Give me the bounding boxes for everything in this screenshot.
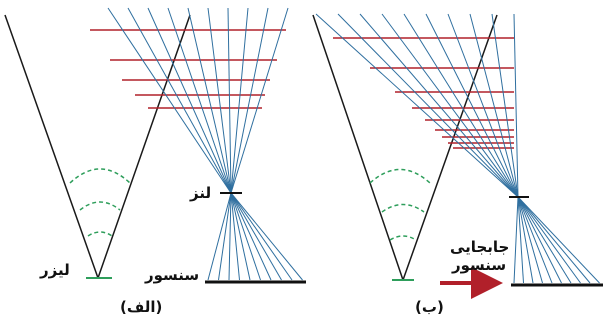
b-ray-top-4: [403, 13, 519, 198]
a-ray-bottom-1: [218, 192, 232, 281]
b-ray-bottom-6: [517, 196, 572, 284]
a-ray-bottom-5: [230, 192, 261, 281]
a-ray-top-2: [147, 7, 232, 194]
a-ray-top-7: [230, 7, 249, 194]
rays-a: [107, 7, 303, 281]
panel-b-label: (ب): [415, 298, 444, 316]
wavefront-2-b: [381, 203, 425, 213]
laser-beam-left-b: [312, 14, 404, 281]
b-ray-top-0: [315, 13, 519, 198]
b-ray-bottom-4: [517, 196, 553, 284]
a-ray-bottom-6: [230, 192, 272, 281]
displacement-sensor-label: سنسور: [451, 256, 506, 274]
a-ray-bottom-2: [228, 192, 232, 281]
a-ray-bottom-8: [230, 192, 293, 281]
b-ray-top-9: [513, 13, 519, 198]
b-ray-top-6: [447, 13, 519, 198]
wavefront-3-b: [389, 235, 417, 241]
b-ray-top-2: [359, 13, 519, 198]
b-ray-bottom-8: [517, 196, 591, 284]
wavefront-2-a: [79, 201, 121, 211]
laser-label: لیزر: [39, 261, 70, 279]
a-ray-top-6: [227, 7, 232, 194]
a-ray-top-4: [187, 7, 232, 194]
b-ray-bottom-3: [517, 196, 543, 284]
a-ray-top-9: [230, 7, 289, 194]
rays-b: [315, 13, 600, 284]
wavefront-3-a: [87, 231, 113, 237]
a-ray-top-8: [230, 7, 269, 194]
b-ray-bottom-2: [517, 196, 534, 284]
a-ray-bottom-3: [230, 192, 240, 281]
lens-label: لنز: [189, 184, 211, 202]
a-ray-top-3: [167, 7, 232, 194]
laser-beam-right-a: [97, 14, 191, 279]
sensor-label-a: سنسور: [144, 266, 199, 284]
b-ray-top-3: [381, 13, 519, 198]
wavefront-1-a: [69, 168, 131, 184]
b-ray-top-8: [491, 13, 519, 198]
a-ray-top-5: [207, 7, 232, 194]
panel-a: لیزر لنز سنسور (الف): [4, 7, 306, 316]
b-ray-bottom-7: [517, 196, 581, 284]
panel-b: جابجایی سنسور (ب): [312, 13, 603, 316]
a-ray-bottom-0: [207, 192, 232, 281]
b-ray-top-7: [469, 13, 519, 198]
a-ray-bottom-9: [230, 192, 303, 281]
b-ray-bottom-9: [517, 196, 600, 284]
b-ray-bottom-0: [513, 196, 519, 284]
a-ray-top-1: [127, 7, 232, 194]
b-ray-top-5: [425, 13, 519, 198]
b-ray-top-1: [337, 13, 519, 198]
displacement-label: جابجایی: [450, 238, 509, 256]
laser-beam-left-a: [4, 14, 99, 279]
b-ray-bottom-1: [517, 196, 524, 284]
a-ray-bottom-4: [230, 192, 251, 281]
panel-a-label: (الف): [120, 298, 162, 316]
a-ray-bottom-7: [230, 192, 282, 281]
wavefront-1-b: [369, 168, 431, 184]
a-ray-top-0: [107, 7, 232, 194]
b-ray-bottom-5: [517, 196, 562, 284]
